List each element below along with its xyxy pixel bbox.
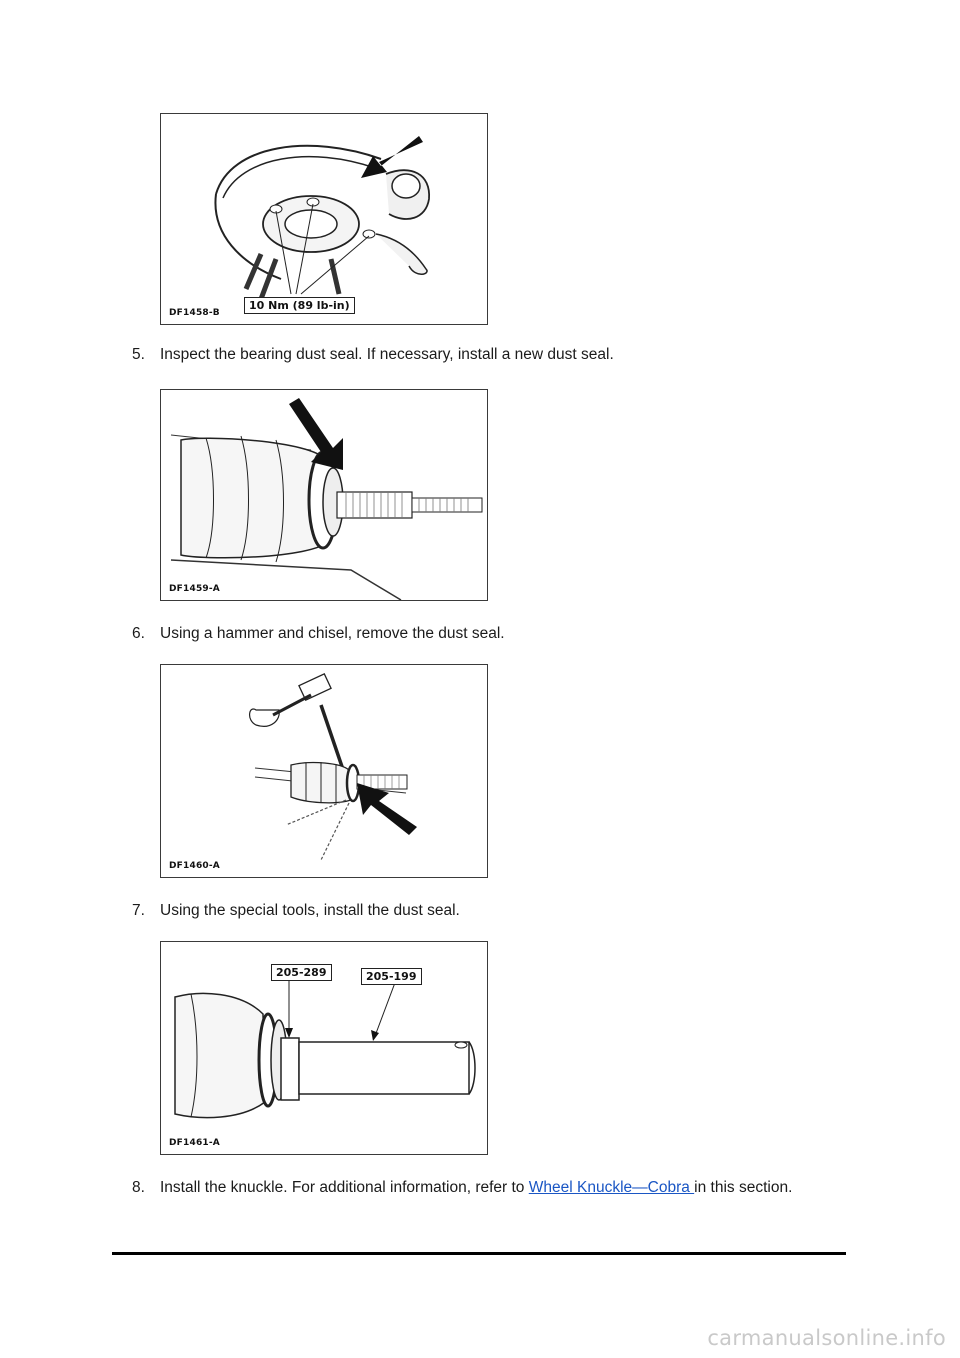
seal-installer-illustration [174, 979, 476, 1119]
step-text: Inspect the bearing dust seal. If necess… [160, 346, 614, 363]
footer-rule [112, 1252, 846, 1255]
wheel-knuckle-link[interactable]: Wheel Knuckle—Cobra [528, 1179, 695, 1196]
step-number: 7. [132, 902, 145, 919]
step-text: Using the special tools, install the dus… [160, 902, 460, 919]
step-number: 8. [132, 1179, 145, 1196]
figure-df1461: 205-289 205-199 DF1461-A [160, 941, 488, 1155]
figure-code: DF1460-A [169, 861, 220, 871]
step-8: 8. Install the knuckle. For additional in… [132, 1178, 792, 1198]
step-text-suffix: in this section. [694, 1179, 793, 1196]
figure-df1459: DF1459-A [160, 389, 488, 601]
figure-code: DF1458-B [169, 308, 220, 318]
figure-code: DF1459-A [169, 584, 220, 594]
step-text: Using a hammer and chisel, remove the du… [160, 625, 505, 642]
step-text: Install the knuckle. For additional info… [160, 1179, 529, 1196]
watermark: carmanualsonline.info [707, 1326, 946, 1350]
figure-code: DF1461-A [169, 1138, 220, 1148]
figure-df1460: DF1460-A [160, 664, 488, 878]
halfshaft-seal-illustration [170, 398, 483, 600]
step-7: 7. Using the special tools, install the d… [132, 901, 460, 921]
step-6: 6. Using a hammer and chisel, remove the … [132, 624, 505, 644]
figure-df1458: 10 Nm (89 lb-in) DF1458-B [160, 113, 488, 325]
step-number: 6. [132, 625, 145, 642]
hammer-chisel-illustration [249, 672, 417, 861]
step-number: 5. [132, 346, 145, 363]
torque-callout: 10 Nm (89 lb-in) [244, 297, 355, 314]
tool-label-205-199: 205-199 [361, 968, 422, 985]
tool-label-205-289: 205-289 [271, 964, 332, 981]
step-5: 5. Inspect the bearing dust seal. If nece… [132, 345, 614, 365]
hub-shield-illustration [214, 136, 430, 300]
